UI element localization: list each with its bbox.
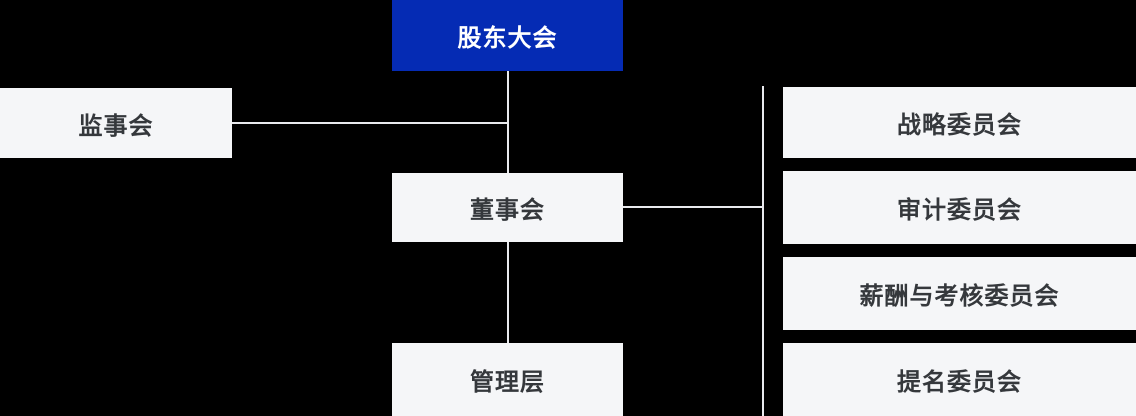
node-supervisory-board: 监事会 <box>0 88 232 158</box>
node-audit-committee: 审计委员会 <box>783 171 1136 244</box>
connector-committee-rail <box>762 86 764 416</box>
node-shareholders-meeting: 股东大会 <box>392 0 623 71</box>
node-remuneration-assessment-committee: 薪酬与考核委员会 <box>783 257 1136 330</box>
node-nomination-committee: 提名委员会 <box>783 343 1136 416</box>
connector-board-to-management <box>507 242 509 343</box>
node-board-of-directors: 董事会 <box>392 173 623 242</box>
node-management: 管理层 <box>392 343 623 416</box>
connector-board-to-committee-rail <box>623 206 764 208</box>
connector-supervisory-to-trunk <box>232 122 509 124</box>
node-strategy-committee: 战略委员会 <box>783 87 1136 158</box>
